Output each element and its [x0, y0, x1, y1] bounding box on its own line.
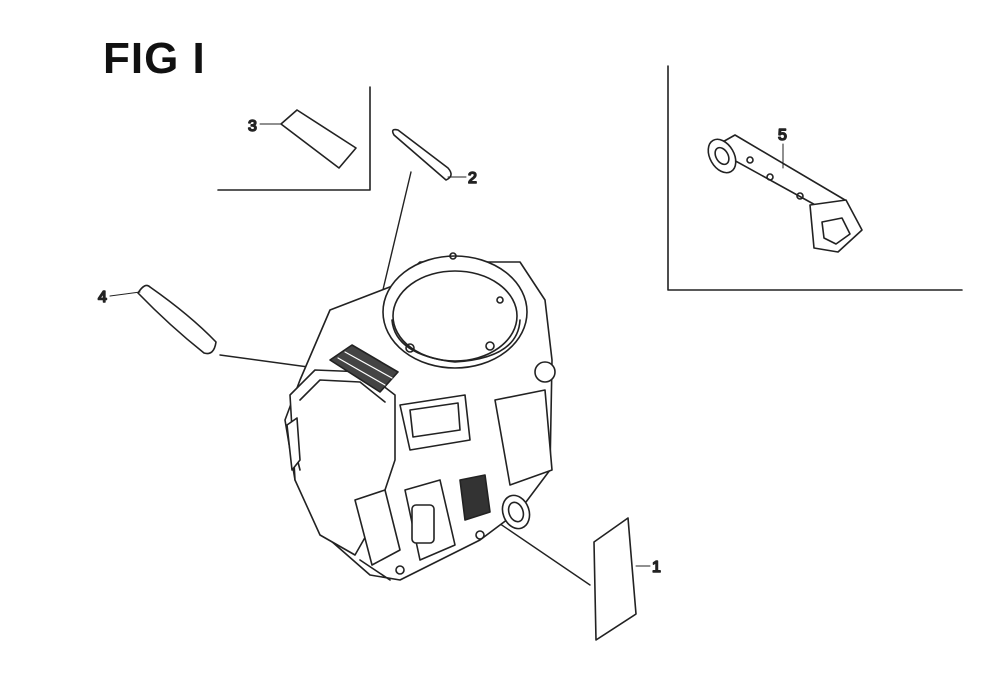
callout-1: 1: [652, 559, 661, 576]
callout-2: 2: [468, 170, 477, 187]
callout-3: 3: [248, 118, 257, 135]
decal-group-frame: [217, 86, 371, 191]
engine-assembly: [284, 252, 556, 581]
callout-5: 5: [778, 127, 787, 144]
callout-4: 4: [98, 289, 107, 306]
decal-part-3: [259, 109, 357, 169]
decal-part-1: [489, 516, 651, 641]
figure-title: FIG I: [103, 34, 206, 83]
decal-part-2: [380, 128, 467, 299]
tool-group-frame: [667, 65, 963, 291]
box-wrench-part-5: [707, 134, 863, 253]
